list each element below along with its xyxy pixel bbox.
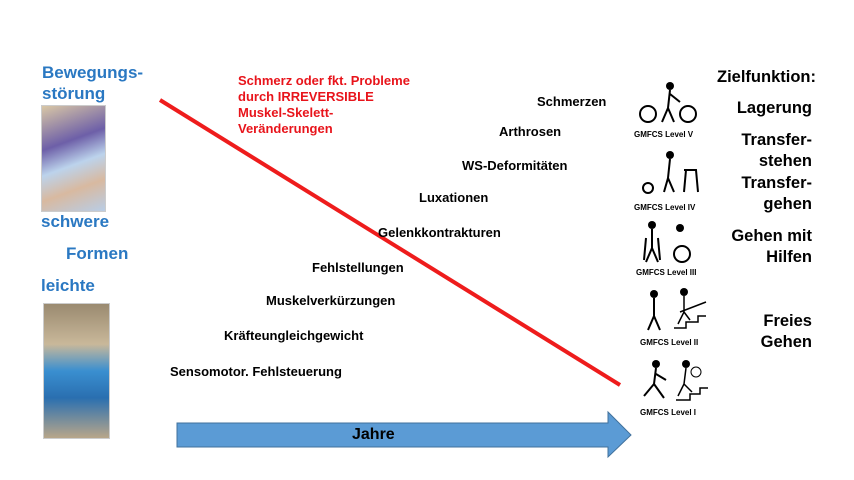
note-line: durch IRREVERSIBLE [238,89,374,104]
mild-label: leichte [41,276,95,295]
assisted-walking-pictogram-icon [643,221,691,263]
forms-label: Formen [66,244,129,263]
stage-label: Sensomotor. Fehlsteuerung [170,364,342,379]
goal-item: Hilfen [766,248,812,266]
progression-line [158,98,622,387]
title-line2: störung [42,84,106,103]
walker-pictogram-icon [642,151,699,194]
stage-label: Muskelverkürzungen [266,293,396,308]
goal-item: stehen [758,152,812,170]
gmfcs-label: GMFCS Level IV [634,203,696,212]
running-pictogram-icon [643,360,708,401]
goal-item: Transfer- [741,131,812,149]
gmfcs-label: GMFCS Level III [636,268,697,277]
stage-label: Kräfteungleichgewicht [224,328,364,343]
gmfcs-label: GMFCS Level II [640,338,699,347]
mild-patient-photo [43,303,110,439]
goal-item: Gehen [760,333,812,351]
stage-label: Gelenkkontrakturen [378,225,501,240]
stage-label: Arthrosen [499,124,562,139]
goal-item: Freies [763,312,812,330]
note-line: Schmerz oder fkt. Probleme [238,73,410,88]
years-label: Jahre [352,426,395,443]
note-line: Veränderungen [238,121,333,136]
note-line: Muskel-Skelett- [238,105,334,120]
stage-label: Luxationen [419,190,489,205]
stage-label: Schmerzen [537,94,607,109]
goal-item: gehen [763,195,812,213]
severe-patient-photo [41,105,106,212]
gmfcs-label: GMFCS Level V [634,130,694,139]
goal-item: Gehen mit [731,227,812,245]
severe-label: schwere [41,212,110,231]
goal-item: Transfer- [741,174,812,192]
irreversible-note: Schmerz oder fkt. Probleme durch IRREVER… [238,73,410,137]
wheelchair-pictogram-icon [639,82,697,123]
years-arrow [176,410,632,459]
goal-item: Lagerung [736,99,812,117]
goals-heading: Zielfunktion: [717,68,816,86]
walking-stairs-railing-pictogram-icon [647,288,707,331]
stage-label: WS-Deformitäten [462,158,568,173]
stage-label: Fehlstellungen [312,260,404,275]
title-line1: Bewegungs- [42,63,144,82]
gmfcs-label: GMFCS Level I [640,408,697,417]
